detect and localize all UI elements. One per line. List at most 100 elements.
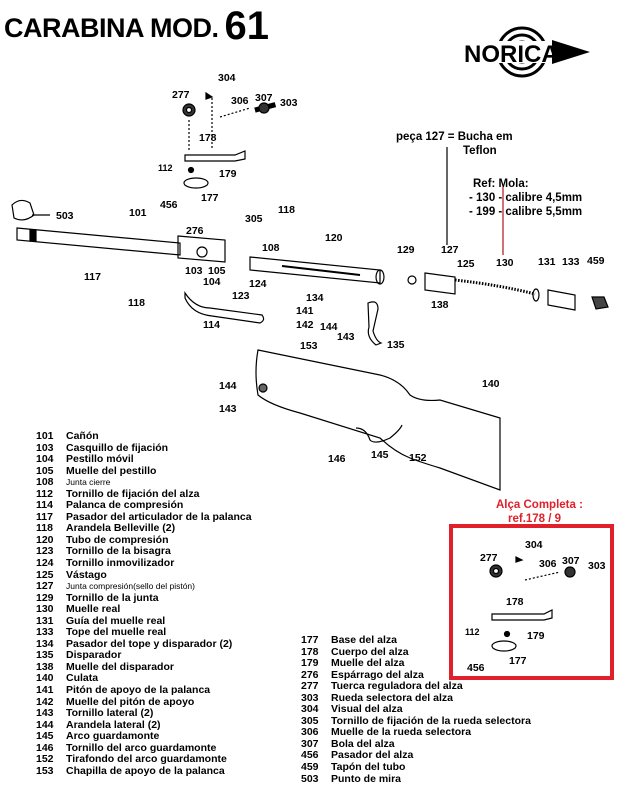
part-number: 130 (36, 603, 54, 616)
part-description: Muelle del pitón de apoyo (66, 695, 195, 708)
part-description: Arco guardamonte (66, 730, 160, 743)
part-row: 131 Guía del muelle real (36, 614, 252, 628)
trigger (367, 301, 383, 346)
part-description: Junta cierre (66, 477, 111, 488)
part-description: Guía del muelle real (66, 614, 166, 627)
part-row: 127 Junta compresión(sello del pistón) (36, 581, 252, 593)
part-number: 145 (36, 730, 54, 743)
callout-153: 153 (300, 340, 318, 352)
compression-tube (249, 256, 385, 285)
callout-133: 133 (562, 256, 580, 268)
box-callout-178: 178 (506, 596, 524, 608)
callout-144-bottom: 144 (219, 380, 237, 392)
part-number: 304 (301, 703, 319, 716)
callout-306: 306 (231, 95, 249, 107)
part-number: 127 (36, 580, 54, 593)
part-number: 105 (36, 464, 54, 477)
part-description: Tuerca reguladora del alza (331, 680, 463, 693)
part-number: 303 (301, 691, 319, 704)
cocking-lever (184, 291, 265, 324)
callout-114: 114 (203, 319, 220, 331)
part-number: 456 (301, 749, 319, 762)
barrel (11, 199, 226, 263)
part-description: Tornillo de la bisagra (66, 545, 171, 558)
title-text: CARABINA MOD. (4, 13, 219, 43)
note-alca-line1: Alça Completa : (496, 499, 583, 511)
callout-105: 105 (208, 265, 226, 277)
callout-503: 503 (56, 210, 74, 222)
part-description: Tubo de compresión (66, 533, 169, 546)
title-model: 61 (224, 4, 269, 48)
part-description: Junta compresión(sello del pistón) (66, 581, 195, 592)
part-description: Pasador del tope y disparador (2) (66, 637, 233, 650)
callout-307: 307 (255, 92, 273, 104)
norica-logo: NORICA (462, 26, 592, 86)
part-description: Tornillo lateral (2) (66, 707, 154, 720)
part-number: 459 (301, 761, 319, 774)
part-number: 141 (36, 684, 54, 697)
part-row: 304 Visual del alza (301, 704, 531, 716)
part-row: 142 Muelle del pitón de apoyo (36, 695, 252, 709)
part-number: 146 (36, 741, 54, 754)
part-number: 144 (36, 718, 54, 731)
callout-304: 304 (218, 72, 236, 84)
part-number: 276 (301, 668, 319, 681)
part-number: 125 (36, 568, 54, 581)
part-description: Espárrago del alza (331, 668, 424, 681)
part-description: Chapilla de apoyo de la palanca (66, 764, 225, 777)
part-description: Disparador (66, 649, 122, 662)
box-callout-303: 303 (588, 560, 606, 572)
part-number: 131 (36, 614, 54, 627)
callout-142: 142 (296, 319, 314, 331)
part-number: 129 (36, 591, 54, 604)
part-number: 177 (301, 634, 319, 646)
part-number: 306 (301, 726, 319, 739)
part-description: Tornillo inmovilizador (66, 557, 175, 570)
callout-130: 130 (496, 257, 514, 269)
part-number: 277 (301, 680, 319, 693)
callout-143-top: 143 (337, 331, 355, 343)
part-description: Tope del muelle real (66, 626, 167, 639)
callout-140: 140 (482, 378, 500, 390)
part-number: 140 (36, 672, 54, 685)
part-number: 124 (36, 557, 54, 570)
callout-134: 134 (306, 292, 324, 304)
callout-143-bottom: 143 (219, 403, 237, 415)
part-description: Visual del alza (331, 703, 403, 716)
box-callout-277: 277 (480, 552, 498, 564)
part-number: 142 (36, 695, 54, 708)
box-callout-179: 179 (527, 630, 545, 642)
callout-146: 146 (328, 453, 346, 465)
part-description: Punto de mira (331, 772, 402, 785)
part-number: 114 (36, 499, 53, 512)
part-number: 108 (36, 476, 54, 489)
callout-124: 124 (249, 278, 267, 290)
part-description: Cuerpo del alza (331, 645, 409, 658)
callout-144-top: 144 (320, 321, 338, 333)
part-number: 307 (301, 737, 319, 750)
part-description: Tirafondo del arco guardamonte (66, 753, 227, 766)
